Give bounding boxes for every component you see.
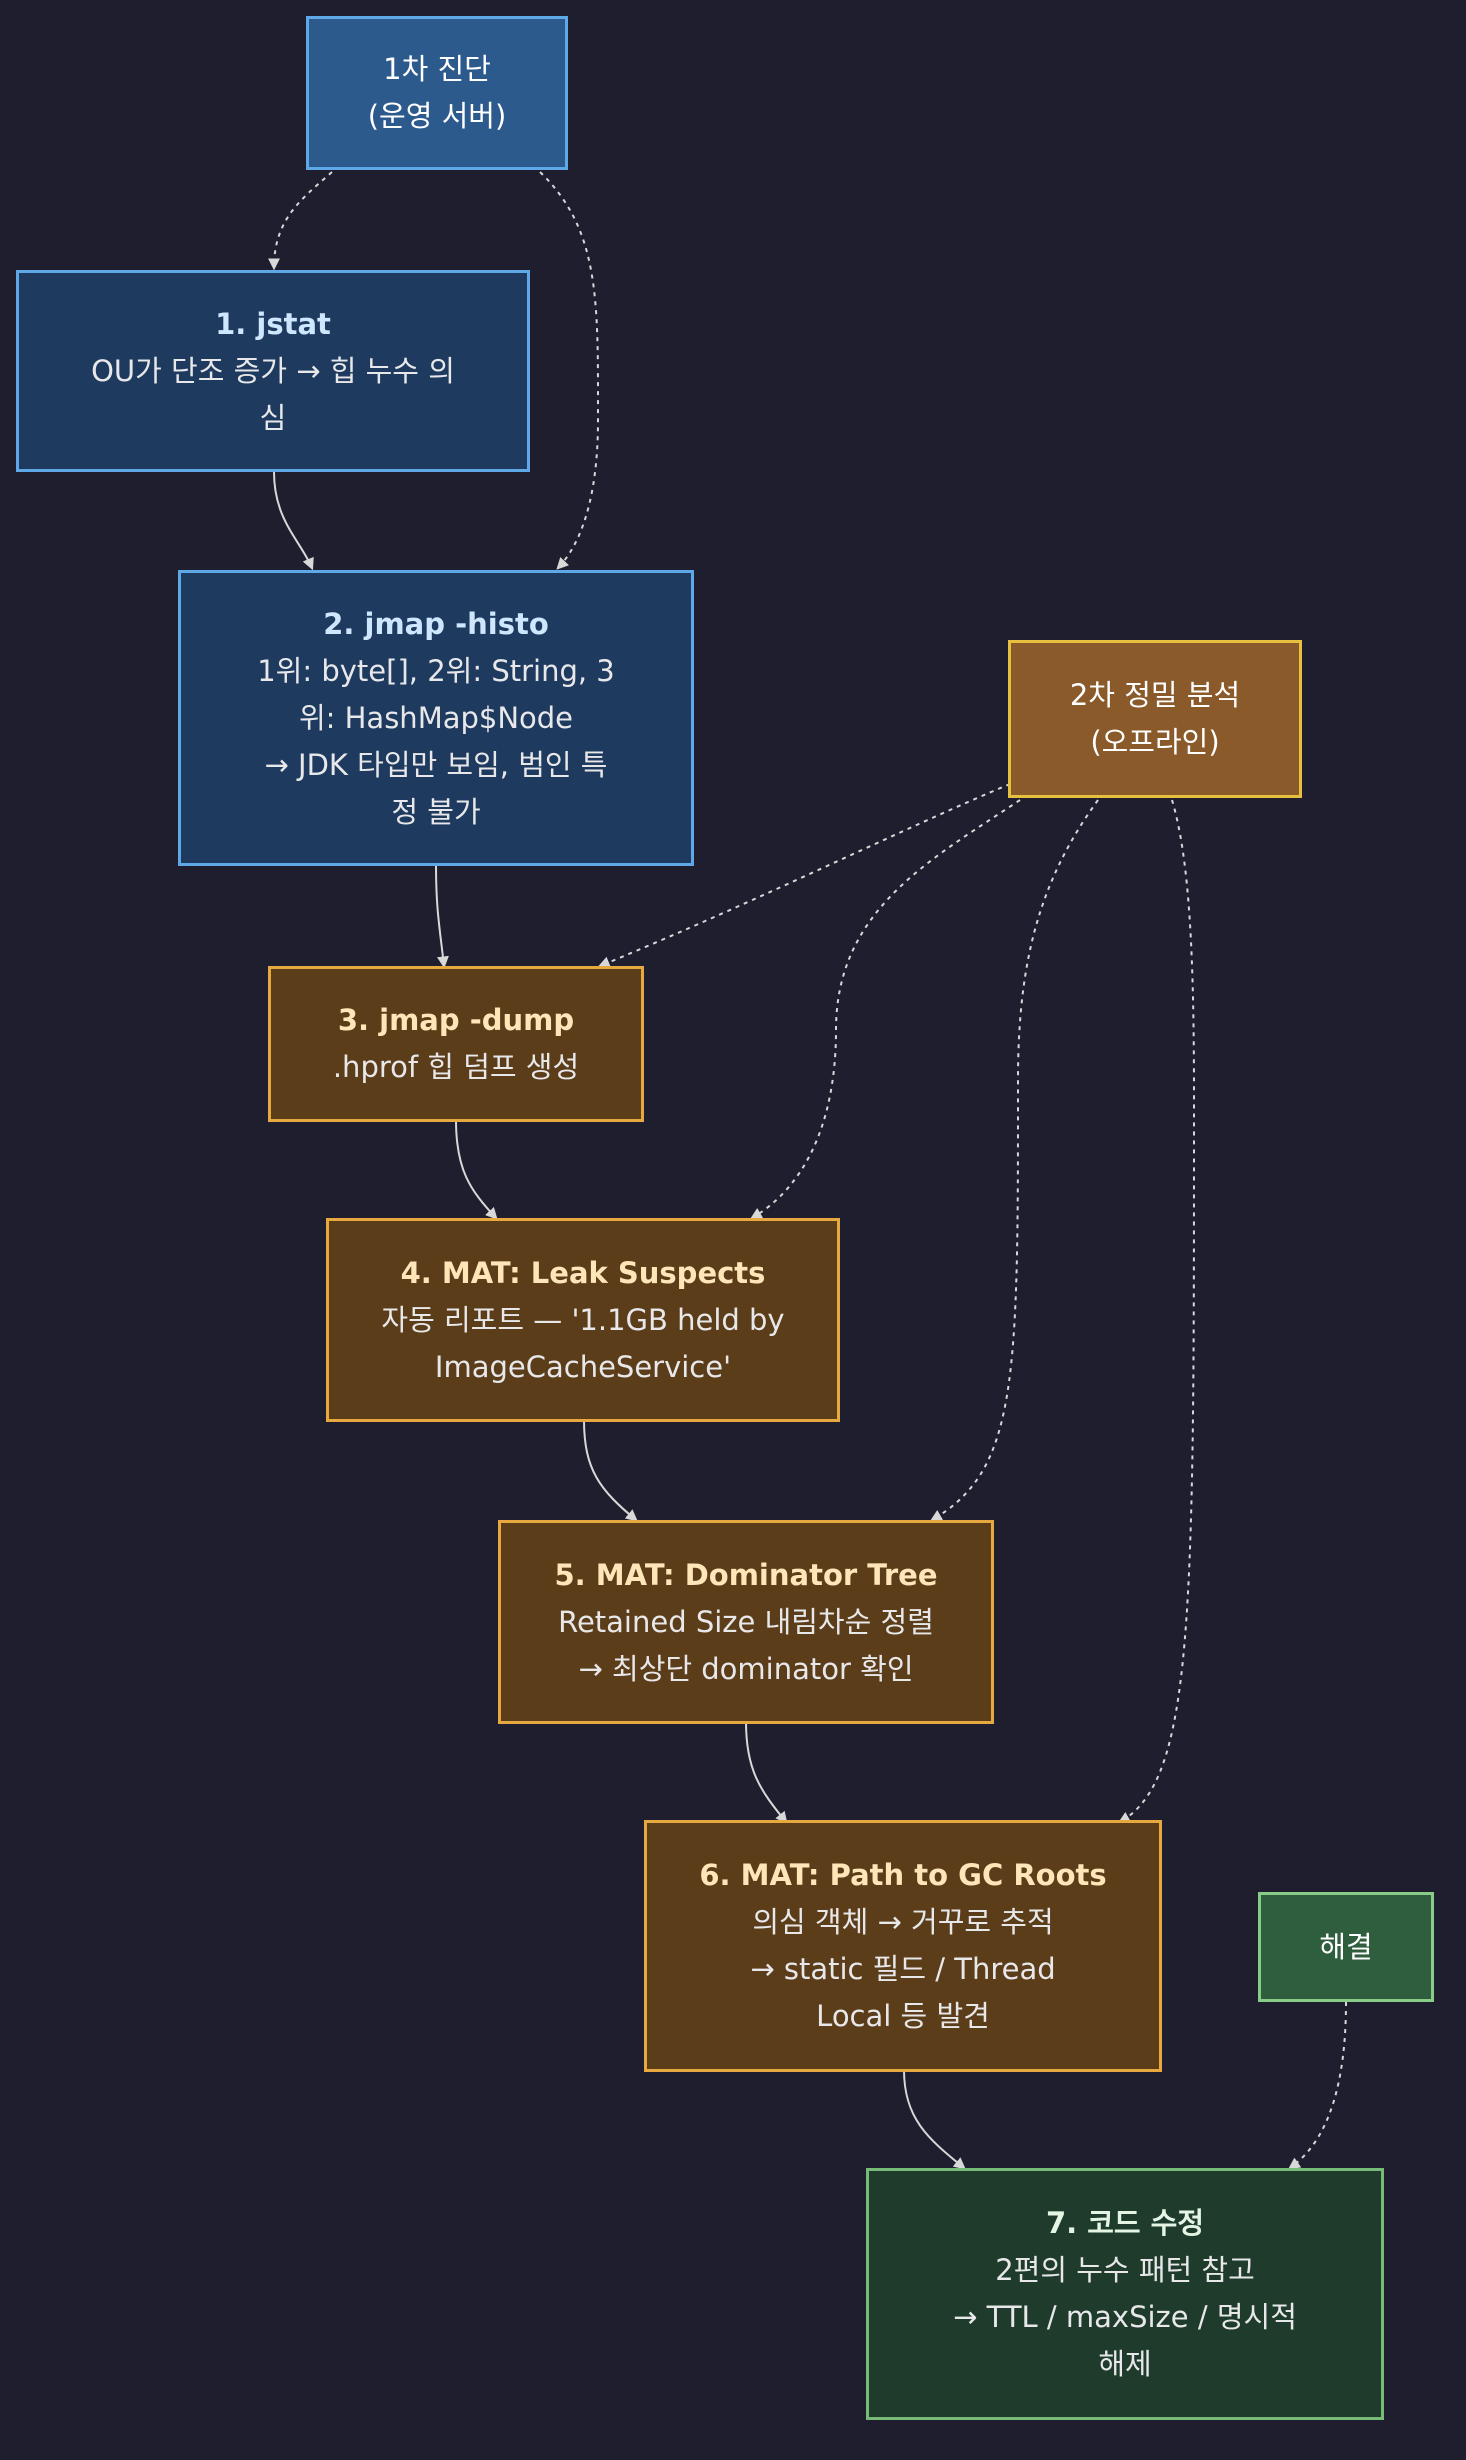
step5-line2: → 최상단 dominator 확인 [578,1651,914,1686]
step1-node[interactable]: 1. jstat OU가 단조 증가 → 힙 누수 의 심 [16,270,530,472]
phase1-node[interactable]: 1차 진단 (운영 서버) [306,16,568,170]
step3-title: 3. jmap -dump [337,1003,575,1037]
edge-step3-step4 [455,1119,498,1220]
step2-line3: → JDK 타입만 보임, 범인 특 [264,747,608,782]
edge-step4-step5 [583,1419,638,1522]
step2-line4: 정 불가 [391,794,481,829]
step2-title: 2. jmap -histo [323,606,549,641]
step6-title: 6. MAT: Path to GC Roots [699,1858,1107,1892]
step5-line1: Retained Size 내림차순 정렬 [558,1604,934,1639]
edge-step2-step3 [435,865,449,969]
step4-line1: 자동 리포트 — '1.1GB held by [381,1302,785,1337]
step3-line1: .hprof 힙 덤프 생성 [332,1050,580,1084]
step1-line1: OU가 단조 증가 → 힙 누수 의 [91,353,455,388]
step6-line2: → static 필드 / Thread [750,1952,1056,1986]
edge-phase2-step6 [1117,799,1196,1824]
step4-title: 4. MAT: Leak Suspects [400,1255,766,1290]
step7-line3: 해제 [1098,2347,1152,2381]
step6-line1: 의심 객체 → 거꾸로 추적 [752,1905,1054,1939]
edge-step6-step7 [903,2069,966,2170]
step1-title: 1. jstat [215,306,331,341]
phase2-line2: (오프라인) [1090,725,1220,759]
step2-line2: 위: HashMap$Node [298,700,574,735]
step4-node[interactable]: 4. MAT: Leak Suspects 자동 리포트 — '1.1GB he… [326,1218,840,1422]
step5-title: 5. MAT: Dominator Tree [554,1557,938,1592]
edge-phase2-step4 [749,799,1021,1220]
step7-line1: 2편의 누수 패턴 참고 [995,2253,1255,2287]
step7-node[interactable]: 7. 코드 수정 2편의 누수 패턴 참고 → TTL / maxSize / … [866,2168,1384,2420]
step7-line2: → TTL / maxSize / 명시적 [953,2300,1297,2334]
step5-node[interactable]: 5. MAT: Dominator Tree Retained Size 내림차… [498,1520,994,1724]
resolve-line1: 해결 [1319,1929,1373,1964]
step7-title: 7. 코드 수정 [1045,2206,1205,2240]
phase1-line2: (운영 서버) [367,99,507,133]
step4-line2: ImageCacheService' [434,1349,732,1384]
edge-phase1-step1 [268,171,333,271]
edge-step1-step2 [273,471,314,571]
step6-line3: Local 등 발견 [816,1999,990,2033]
edge-phase2-step3 [597,783,1011,968]
phase1-line1: 1차 진단 [383,52,491,86]
edge-step5-step6 [745,1721,788,1824]
step2-node[interactable]: 2. jmap -histo 1위: byte[], 2위: String, 3… [178,570,694,866]
edge-resolve-step7 [1288,2001,1347,2170]
phase2-node[interactable]: 2차 정밀 분석 (오프라인) [1008,640,1302,798]
phase2-line1: 2차 정밀 분석 [1069,678,1241,712]
step2-line1: 1위: byte[], 2위: String, 3 [257,653,615,688]
edge-phase2-step5 [929,799,1099,1522]
edge-phase1-step2 [539,171,600,570]
step1-line2: 심 [259,400,287,435]
step3-node[interactable]: 3. jmap -dump .hprof 힙 덤프 생성 [268,966,644,1122]
step6-node[interactable]: 6. MAT: Path to GC Roots 의심 객체 → 거꾸로 추적 … [644,1820,1162,2072]
resolve-node[interactable]: 해결 [1258,1892,1434,2002]
